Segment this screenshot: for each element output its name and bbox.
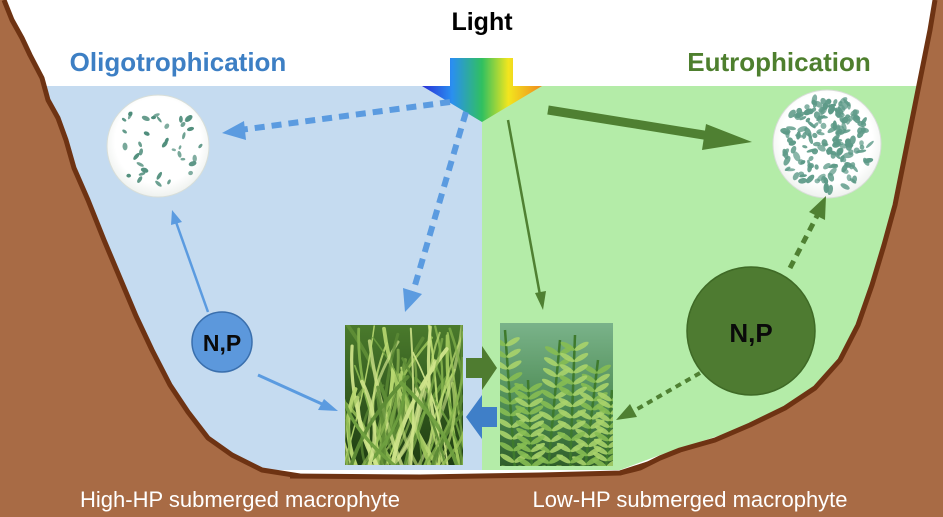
- oligotrophication-label: Oligotrophication: [70, 47, 287, 77]
- dense-phytoplankton-icon: [772, 89, 882, 199]
- arrow-nutrients-to-sparse-phytoplankton: [171, 210, 210, 313]
- arrow-light-to-sparse-phytoplankton: [222, 99, 451, 140]
- right-nutrient-circle: [686, 266, 816, 396]
- low-hp-macrophyte-photo: [500, 323, 613, 466]
- left-nutrients-label: N,P: [203, 330, 241, 356]
- right-lake-bank: [619, 0, 943, 517]
- light-title: Light: [451, 8, 513, 36]
- low-hp-caption: Low-HP submerged macrophyte: [532, 487, 847, 512]
- light-arrow-icon: [422, 58, 542, 122]
- high-hp-macrophyte-photo: [345, 325, 463, 465]
- high-hp-caption: High-HP submerged macrophyte: [80, 487, 400, 512]
- arrow-nutrients-to-high-hp-macrophyte: [257, 373, 338, 411]
- eutrophication-label: Eutrophication: [687, 47, 870, 77]
- sparse-phytoplankton-icon: [106, 94, 210, 198]
- shift-to-low-hp-arrow-icon: [466, 346, 497, 390]
- arrow-light-to-dense-phytoplankton: [547, 105, 752, 150]
- arrow-nutrients-to-dense-phytoplankton: [787, 196, 826, 270]
- left-nutrient-circle: [191, 311, 253, 373]
- arrow-nutrients-to-low-hp-macrophyte: [616, 371, 701, 420]
- arrow-light-to-low-hp-macrophyte: [506, 119, 546, 310]
- arrow-light-to-high-hp-macrophyte: [403, 111, 469, 312]
- shift-to-high-hp-arrow-icon: [466, 395, 497, 439]
- right-nutrients-label: N,P: [729, 318, 772, 348]
- left-lake-bank: [0, 0, 301, 517]
